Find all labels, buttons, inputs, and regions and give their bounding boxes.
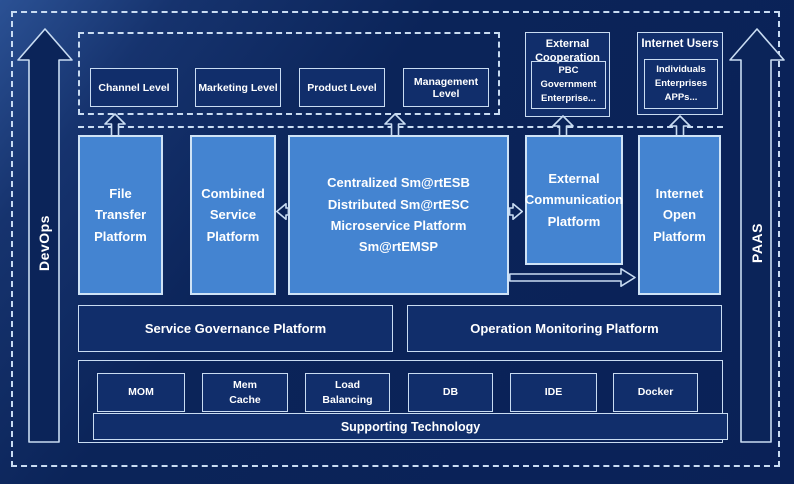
supporting-technology-bar: Supporting Technology	[93, 413, 728, 440]
operation-monitoring-platform-box: Operation Monitoring Platform	[407, 305, 722, 352]
level-box-marketing: Marketing Level	[195, 68, 281, 107]
level-label: Product Level	[307, 81, 377, 94]
dashed-separator-line	[78, 126, 723, 128]
level-box-channel: Channel Level	[90, 68, 178, 107]
supporting-technology-container	[78, 360, 723, 443]
pbc-government-enterprise-box: PBC Government Enterprise...	[531, 61, 606, 109]
level-box-management: Management Level	[403, 68, 489, 107]
tech-box-mem-cache: Mem Cache	[202, 373, 288, 412]
individuals-enterprises-apps-box: Individuals Enterprises APPs...	[644, 59, 718, 109]
internet-open-platform-box: Internet Open Platform	[638, 135, 721, 295]
paas-rail-label: PAAS	[749, 223, 765, 263]
long-right-arrow-icon	[509, 268, 636, 287]
left-arrow-icon	[276, 203, 289, 220]
internet-users-title: Internet Users	[641, 38, 719, 50]
levels-dashed-container	[78, 32, 500, 115]
tech-box-mom: MOM	[97, 373, 185, 412]
level-label: Channel Level	[98, 81, 170, 94]
service-governance-platform-box: Service Governance Platform	[78, 305, 393, 352]
tech-box-load-balancing: Load Balancing	[305, 373, 390, 412]
right-arrow-icon	[509, 203, 523, 220]
devops-rail-label: DevOps	[36, 215, 52, 271]
tech-box-ide: IDE	[510, 373, 597, 412]
combined-service-platform-box: Combined Service Platform	[190, 135, 276, 295]
external-communication-platform-box: External Communication Platform	[525, 135, 623, 265]
devops-up-arrow-icon	[17, 28, 73, 443]
level-label: Management Level	[413, 75, 479, 100]
level-label: Marketing Level	[198, 81, 278, 94]
central-esb-platform-box: Centralized Sm@rtESB Distributed Sm@rtES…	[288, 135, 509, 295]
file-transfer-platform-box: File Transfer Platform	[78, 135, 163, 295]
tech-box-docker: Docker	[613, 373, 698, 412]
tech-box-db: DB	[408, 373, 493, 412]
paas-up-arrow-icon	[729, 28, 785, 443]
outer-dashed-frame	[11, 11, 780, 467]
external-cooperation-box: External Cooperation PBC Government Ente…	[525, 32, 610, 117]
level-box-product: Product Level	[299, 68, 385, 107]
internet-users-box: Internet Users Individuals Enterprises A…	[637, 32, 723, 115]
